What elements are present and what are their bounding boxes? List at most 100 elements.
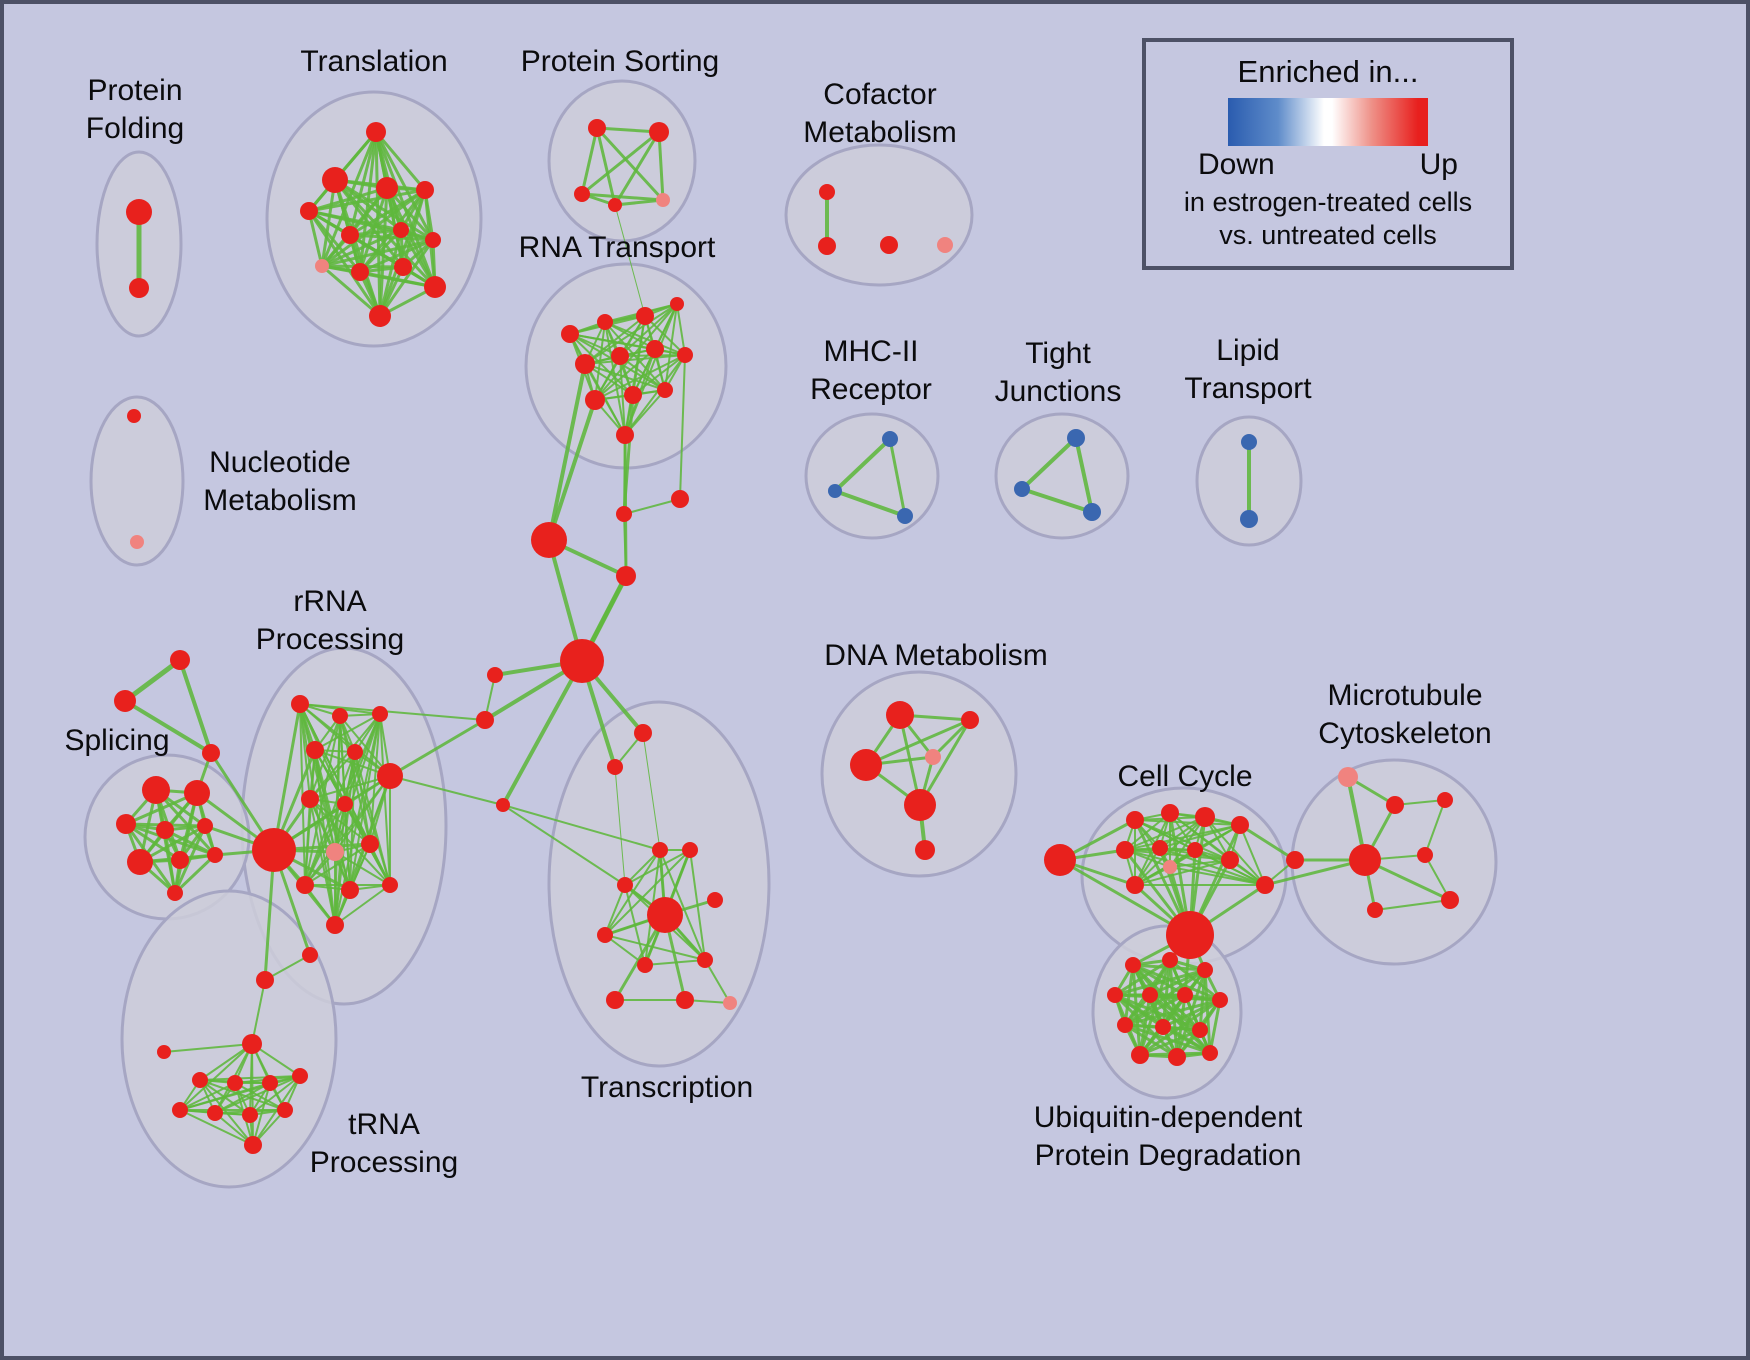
- network-node-22[interactable]: [880, 236, 898, 254]
- network-node-113[interactable]: [1044, 844, 1076, 876]
- network-node-46[interactable]: [531, 522, 567, 558]
- network-node-144[interactable]: [1131, 1046, 1149, 1064]
- network-node-76[interactable]: [361, 835, 379, 853]
- network-node-47[interactable]: [616, 506, 632, 522]
- network-node-78[interactable]: [341, 881, 359, 899]
- network-node-86[interactable]: [227, 1075, 243, 1091]
- network-node-27[interactable]: [670, 297, 684, 311]
- network-node-104[interactable]: [606, 991, 624, 1009]
- network-node-23[interactable]: [937, 237, 953, 253]
- network-node-88[interactable]: [292, 1068, 308, 1084]
- network-node-57[interactable]: [142, 776, 170, 804]
- network-node-69[interactable]: [306, 741, 324, 759]
- network-node-36[interactable]: [127, 409, 141, 423]
- network-node-112[interactable]: [915, 840, 935, 860]
- network-node-116[interactable]: [1195, 807, 1215, 827]
- network-node-60[interactable]: [156, 821, 174, 839]
- network-node-64[interactable]: [207, 847, 223, 863]
- network-node-133[interactable]: [1367, 902, 1383, 918]
- network-node-120[interactable]: [1187, 842, 1203, 858]
- network-node-54[interactable]: [170, 650, 190, 670]
- network-node-51[interactable]: [487, 667, 503, 683]
- network-node-20[interactable]: [819, 184, 835, 200]
- network-node-131[interactable]: [1417, 847, 1433, 863]
- network-node-145[interactable]: [1168, 1048, 1186, 1066]
- network-node-5[interactable]: [376, 177, 398, 199]
- network-node-73[interactable]: [337, 796, 353, 812]
- network-node-128[interactable]: [1437, 792, 1453, 808]
- network-node-14[interactable]: [369, 305, 391, 327]
- network-node-44[interactable]: [1241, 434, 1257, 450]
- network-node-97[interactable]: [682, 842, 698, 858]
- network-node-25[interactable]: [597, 314, 613, 330]
- network-node-92[interactable]: [277, 1102, 293, 1118]
- network-node-122[interactable]: [1221, 851, 1239, 869]
- network-node-134[interactable]: [1125, 957, 1141, 973]
- network-node-45[interactable]: [1240, 510, 1258, 528]
- network-node-41[interactable]: [1067, 429, 1085, 447]
- network-node-140[interactable]: [1212, 992, 1228, 1008]
- network-node-4[interactable]: [300, 202, 318, 220]
- network-node-77[interactable]: [296, 876, 314, 894]
- network-node-107[interactable]: [886, 701, 914, 729]
- network-node-91[interactable]: [242, 1107, 258, 1123]
- network-node-115[interactable]: [1161, 804, 1179, 822]
- network-node-72[interactable]: [301, 790, 319, 808]
- network-node-19[interactable]: [656, 193, 670, 207]
- network-node-83[interactable]: [242, 1034, 262, 1054]
- network-node-130[interactable]: [1349, 844, 1381, 876]
- network-node-59[interactable]: [116, 814, 136, 834]
- network-node-28[interactable]: [575, 354, 595, 374]
- network-node-103[interactable]: [697, 952, 713, 968]
- network-node-127[interactable]: [1386, 796, 1404, 814]
- network-node-34[interactable]: [657, 382, 673, 398]
- network-node-74[interactable]: [252, 828, 296, 872]
- network-node-90[interactable]: [207, 1105, 223, 1121]
- network-node-3[interactable]: [322, 167, 348, 193]
- network-node-65[interactable]: [167, 885, 183, 901]
- network-node-1[interactable]: [129, 278, 149, 298]
- network-node-132[interactable]: [1441, 891, 1459, 909]
- network-node-29[interactable]: [611, 347, 629, 365]
- network-node-30[interactable]: [646, 340, 664, 358]
- network-node-8[interactable]: [393, 222, 409, 238]
- network-node-56[interactable]: [202, 744, 220, 762]
- network-node-105[interactable]: [676, 991, 694, 1009]
- network-node-81[interactable]: [302, 947, 318, 963]
- network-node-96[interactable]: [652, 842, 668, 858]
- network-node-139[interactable]: [1177, 987, 1193, 1003]
- network-node-38[interactable]: [882, 431, 898, 447]
- network-node-106[interactable]: [723, 996, 737, 1010]
- network-node-62[interactable]: [127, 849, 153, 875]
- network-node-111[interactable]: [904, 789, 936, 821]
- network-node-138[interactable]: [1142, 987, 1158, 1003]
- network-node-31[interactable]: [677, 347, 693, 363]
- network-node-26[interactable]: [636, 307, 654, 325]
- network-node-75[interactable]: [326, 843, 344, 861]
- network-node-2[interactable]: [366, 122, 386, 142]
- network-node-102[interactable]: [637, 957, 653, 973]
- network-node-53[interactable]: [496, 798, 510, 812]
- network-node-137[interactable]: [1107, 987, 1123, 1003]
- network-node-87[interactable]: [262, 1075, 278, 1091]
- network-node-89[interactable]: [172, 1102, 188, 1118]
- network-node-21[interactable]: [818, 237, 836, 255]
- network-node-6[interactable]: [416, 181, 434, 199]
- network-node-58[interactable]: [184, 780, 210, 806]
- network-node-24[interactable]: [561, 325, 579, 343]
- network-node-142[interactable]: [1155, 1019, 1171, 1035]
- network-node-68[interactable]: [372, 706, 388, 722]
- network-node-55[interactable]: [114, 690, 136, 712]
- network-node-118[interactable]: [1116, 841, 1134, 859]
- network-node-71[interactable]: [377, 763, 403, 789]
- network-node-48[interactable]: [671, 490, 689, 508]
- network-node-101[interactable]: [597, 927, 613, 943]
- network-node-84[interactable]: [157, 1045, 171, 1059]
- network-node-67[interactable]: [332, 708, 348, 724]
- network-node-135[interactable]: [1162, 952, 1178, 968]
- network-node-98[interactable]: [617, 877, 633, 893]
- network-node-9[interactable]: [425, 232, 441, 248]
- network-node-143[interactable]: [1192, 1022, 1208, 1038]
- network-node-129[interactable]: [1286, 851, 1304, 869]
- network-node-50[interactable]: [560, 639, 604, 683]
